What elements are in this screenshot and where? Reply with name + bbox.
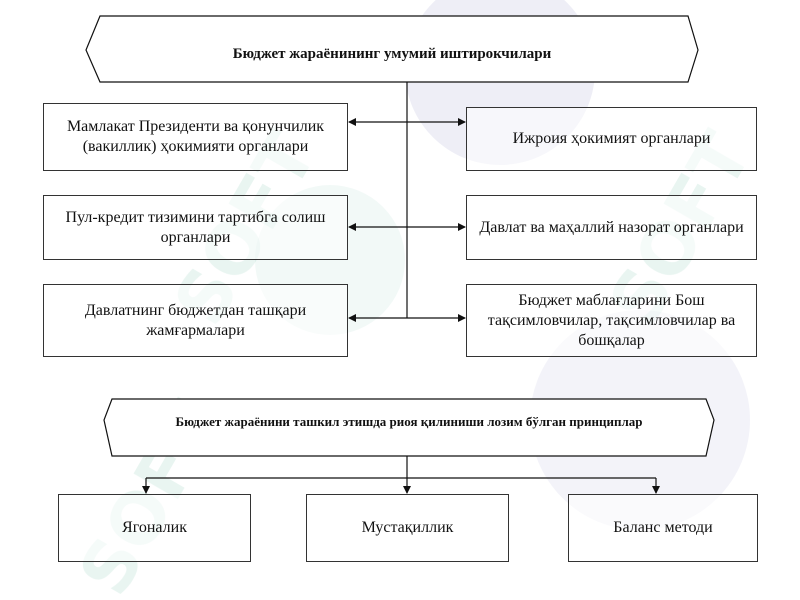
title-shape <box>85 15 699 83</box>
right-box-1: Ижроия ҳокимият органлари <box>466 107 757 171</box>
diagram-title: Бюджет жараёнининг умумий иштирокчилари <box>232 46 552 62</box>
right-box-3: Бюджет маблағларини Бош тақсимловчилар, … <box>466 284 757 357</box>
principles-title: Бюджет жараёнини ташкил этишда риоя қили… <box>175 414 643 429</box>
right-box-2: Давлат ва маҳаллий назорат органлари <box>466 195 757 260</box>
principle-box-3: Баланс методи <box>568 494 758 562</box>
principles-title-shape <box>103 398 715 457</box>
left-box-2: Пул-кредит тизимини тартибга солиш орган… <box>43 195 348 260</box>
left-box-1: Мамлакат Президенти ва қонунчилик (вакил… <box>43 103 348 171</box>
principle-box-1: Ягоналик <box>58 494 251 562</box>
left-box-3: Давлатнинг бюджетдан ташқари жамғармалар… <box>43 284 348 357</box>
principle-box-2: Мустақиллик <box>306 494 509 562</box>
